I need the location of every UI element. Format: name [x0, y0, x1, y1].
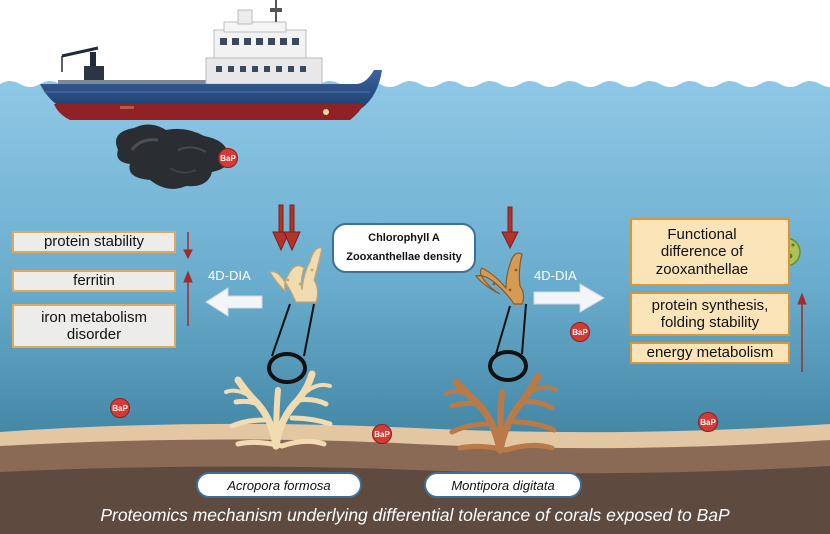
iron-metabolism-box: iron metabolism disorder: [12, 304, 176, 348]
species-name-left: Acropora formosa: [227, 477, 331, 493]
seawater: [0, 81, 830, 534]
bap-marker-center: BaP: [372, 424, 392, 444]
protein-stability-label: protein stability: [43, 233, 145, 251]
coral-fragment-icon-left: [269, 247, 323, 303]
downward-arrow-right: [501, 206, 519, 250]
bap-marker-oil: BaP: [218, 148, 238, 168]
zooxanthellae-density-label: Zooxanthellae density: [346, 251, 462, 264]
protein-stability-box: protein stability: [12, 231, 176, 253]
ring-tag-icon-right: [488, 303, 528, 382]
bap-marker-mid-right: BaP: [570, 322, 590, 342]
energy-metabolism-box: energy metabolism: [630, 342, 790, 364]
protein-synthesis-label: protein synthesis, folding stability: [651, 296, 769, 331]
species-label-right: Montipora digitata: [424, 472, 582, 498]
ferritin-box: ferritin: [12, 270, 176, 292]
coral-fragment-icon-right: [474, 252, 525, 305]
increase-arrow-icon-right: [797, 292, 807, 372]
functional-difference-box: Functional difference of zooxanthellae: [630, 218, 790, 286]
bap-marker-left: BaP: [110, 398, 130, 418]
species-label-left: Acropora formosa: [196, 472, 362, 498]
ring-tag-icon-left: [267, 303, 315, 384]
oil-slick-icon: [116, 124, 229, 189]
iron-metabolism-label: iron metabolism disorder: [41, 308, 147, 343]
coral-colony-icon-right: [444, 372, 558, 454]
chlorophyll-label: Chlorophyll A: [368, 232, 440, 245]
energy-metabolism-label: energy metabolism: [646, 344, 774, 362]
increase-arrow-icon-left: [183, 270, 193, 326]
right-arrow-icon: [533, 283, 605, 313]
sky-area: [0, 0, 830, 90]
decrease-arrow-icon: [183, 232, 193, 260]
coral-colony-icon-left: [224, 370, 333, 450]
ferritin-label: ferritin: [73, 272, 115, 290]
figure-caption: Proteomics mechanism underlying differen…: [100, 505, 730, 525]
functional-difference-label: Functional difference of zooxanthellae: [655, 226, 749, 278]
left-arrow-icon: [205, 287, 263, 317]
dia-label-left: 4D-DIA: [208, 268, 251, 283]
bap-marker-right: BaP: [698, 412, 718, 432]
photosynthesis-indicators-box: Chlorophyll A Zooxanthellae density: [332, 223, 476, 273]
species-name-right: Montipora digitata: [451, 477, 555, 493]
downward-arrows-left: [272, 204, 301, 252]
dia-label-right: 4D-DIA: [534, 268, 577, 283]
protein-synthesis-box: protein synthesis, folding stability: [630, 292, 790, 336]
ship-icon: [40, 0, 382, 120]
